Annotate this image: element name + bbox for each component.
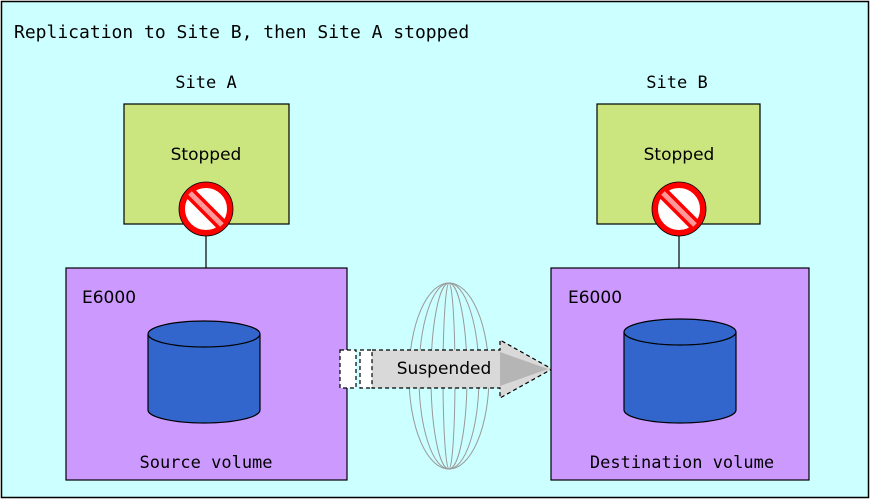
suspended-link-arrow	[339, 338, 554, 400]
destination-volume-label: Destination volume	[590, 453, 774, 473]
site-a-label: Site A	[175, 73, 236, 93]
site-b-prohibited-icon	[651, 181, 707, 237]
site-a-server-status: Stopped	[171, 145, 242, 165]
site-b: Site B Stopped E6000 Destination volume	[550, 73, 810, 481]
destination-volume-cylinder	[623, 318, 737, 424]
site-b-server-status: Stopped	[644, 145, 715, 165]
site-b-label: Site B	[646, 73, 707, 93]
site-a-prohibited-icon	[178, 181, 234, 237]
source-volume-cylinder	[147, 320, 261, 424]
site-b-storage-label: E6000	[568, 288, 622, 308]
site-a-storage-label: E6000	[82, 288, 136, 308]
suspended-label: Suspended	[397, 359, 492, 379]
diagram-title: Replication to Site B, then Site A stopp…	[14, 22, 469, 43]
source-volume-label: Source volume	[139, 453, 272, 473]
